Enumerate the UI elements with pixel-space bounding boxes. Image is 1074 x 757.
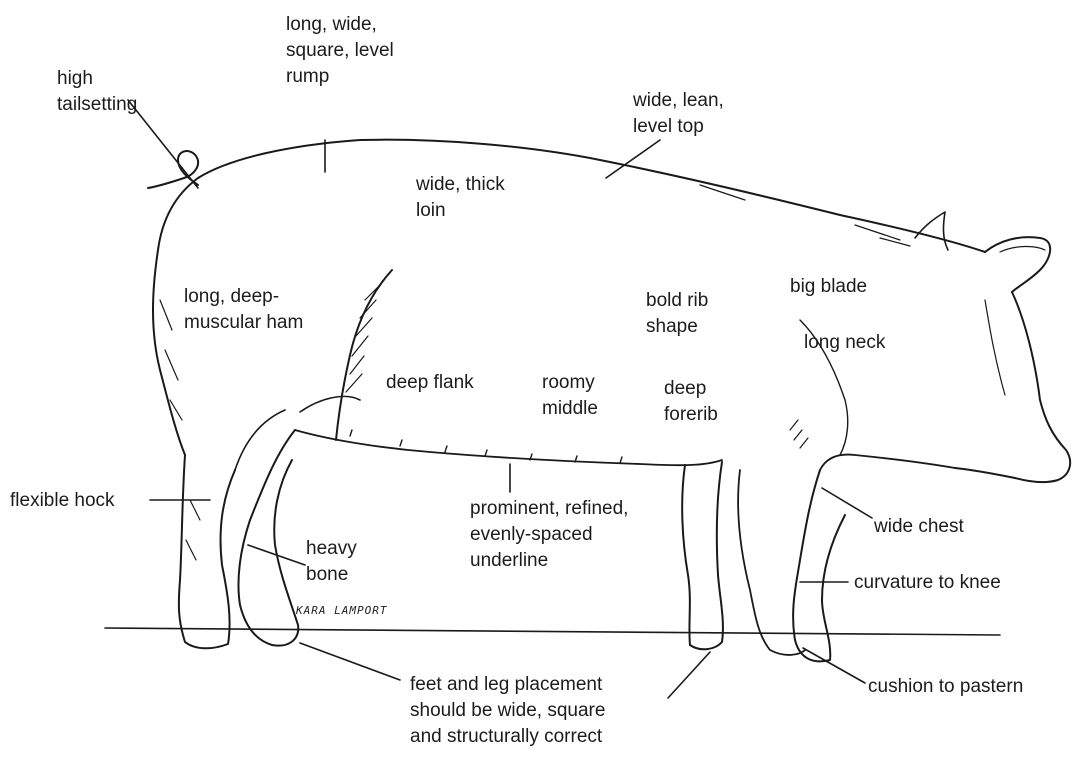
leader-feet-right [668, 652, 710, 698]
label-bone: heavy bone [306, 536, 357, 588]
leader-pastern [803, 648, 865, 683]
label-hock: flexible hock [10, 488, 115, 514]
pig-jowl [820, 455, 955, 470]
label-knee: curvature to knee [854, 570, 1001, 596]
label-underline: prominent, refined, evenly-spaced underl… [470, 496, 628, 574]
pig-head [955, 292, 1070, 482]
label-tailsetting: high tailsetting [57, 66, 137, 118]
ham-shading [336, 270, 392, 440]
label-rib: bold rib shape [646, 288, 708, 340]
pig-hind-leg-front [238, 430, 298, 646]
label-neck: long neck [804, 330, 885, 356]
artist-signature: KARA LAMPORT [296, 604, 387, 617]
label-forerib: deep forerib [664, 376, 718, 428]
label-ham: long, deep- muscular ham [184, 284, 303, 336]
pig-ear [985, 237, 1050, 292]
label-pastern: cushion to pastern [868, 674, 1023, 700]
leader-top [606, 140, 660, 178]
label-loin: wide, thick loin [416, 172, 505, 224]
ground-line [105, 628, 1000, 635]
pig-back-outline [198, 140, 985, 252]
label-middle: roomy middle [542, 370, 598, 422]
label-flank: deep flank [386, 370, 474, 396]
label-chest: wide chest [874, 514, 964, 540]
pig-belly [295, 430, 722, 465]
label-rump: long, wide, square, level rump [286, 12, 394, 90]
pig-front-leg-back [682, 462, 723, 649]
label-feet: feet and leg placement should be wide, s… [410, 672, 605, 750]
pig-hind-leg-back [179, 455, 235, 648]
leader-feet-left [300, 643, 400, 680]
label-blade: big blade [790, 274, 867, 300]
leader-chest [822, 488, 872, 518]
label-level-top: wide, lean, level top [633, 88, 724, 140]
leader-tail [128, 100, 198, 188]
